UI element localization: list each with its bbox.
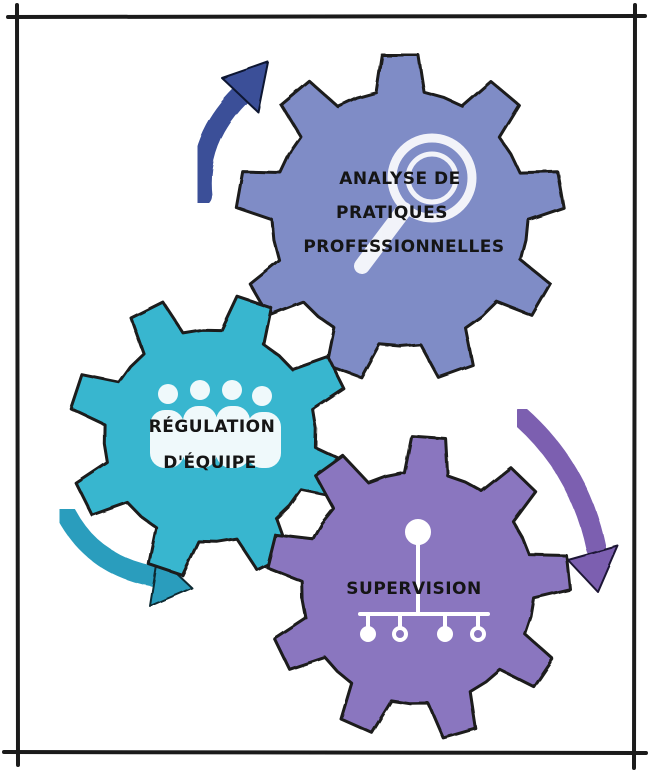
arrow-right-head [567,545,619,593]
org-chart-leaf-1 [360,626,376,642]
org-chart-leaf-3 [437,626,453,642]
frame-right-line [632,3,637,770]
arrow-top-head [221,61,269,113]
magnifier-lens [387,133,477,223]
magnifier-lens-inner [405,151,459,205]
gear-analyse-label-2: PRATIQUES [336,203,448,223]
arrow-left-shaft [56,504,174,588]
person-body-1 [150,410,184,468]
arrow-right [512,408,619,593]
gear-supervision-label: SUPERVISION [346,579,481,599]
gear-regulation-label-2: D'ÉQUIPE [163,451,257,473]
gear-regulation: RÉGULATION D'ÉQUIPE [69,295,351,577]
gear-analyse-label-1: ANALYSE DE [339,169,461,189]
arrow-top [191,61,269,206]
person-head-3 [222,380,242,400]
arrow-top-shaft [191,86,250,206]
person-body-2 [183,406,217,468]
org-chart-icon [358,519,490,642]
gear-supervision: SUPERVISION [265,434,572,740]
frame-left-line [15,3,20,767]
org-chart-root-node [405,519,431,545]
person-head-1 [158,384,178,404]
org-chart-leaf-4 [470,626,486,642]
frame [2,3,648,770]
gear-analyse: ANALYSE DE PRATIQUES PROFESSIONNELLES [234,53,566,379]
magnifier-handle [354,202,412,274]
person-head-4 [252,386,272,406]
frame-bottom-line [2,750,648,755]
gear-regulation-label-1: RÉGULATION [149,415,276,437]
magnifier-icon [354,133,477,274]
gear-analyse-label-3: PROFESSIONNELLES [303,237,504,257]
person-head-2 [190,380,210,400]
group-people-icon [150,380,281,468]
frame-top-line [6,14,647,19]
arrow-right-shaft [512,408,606,558]
person-body-4 [247,412,281,468]
org-chart-leaf-2 [392,626,408,642]
person-body-3 [216,406,250,468]
